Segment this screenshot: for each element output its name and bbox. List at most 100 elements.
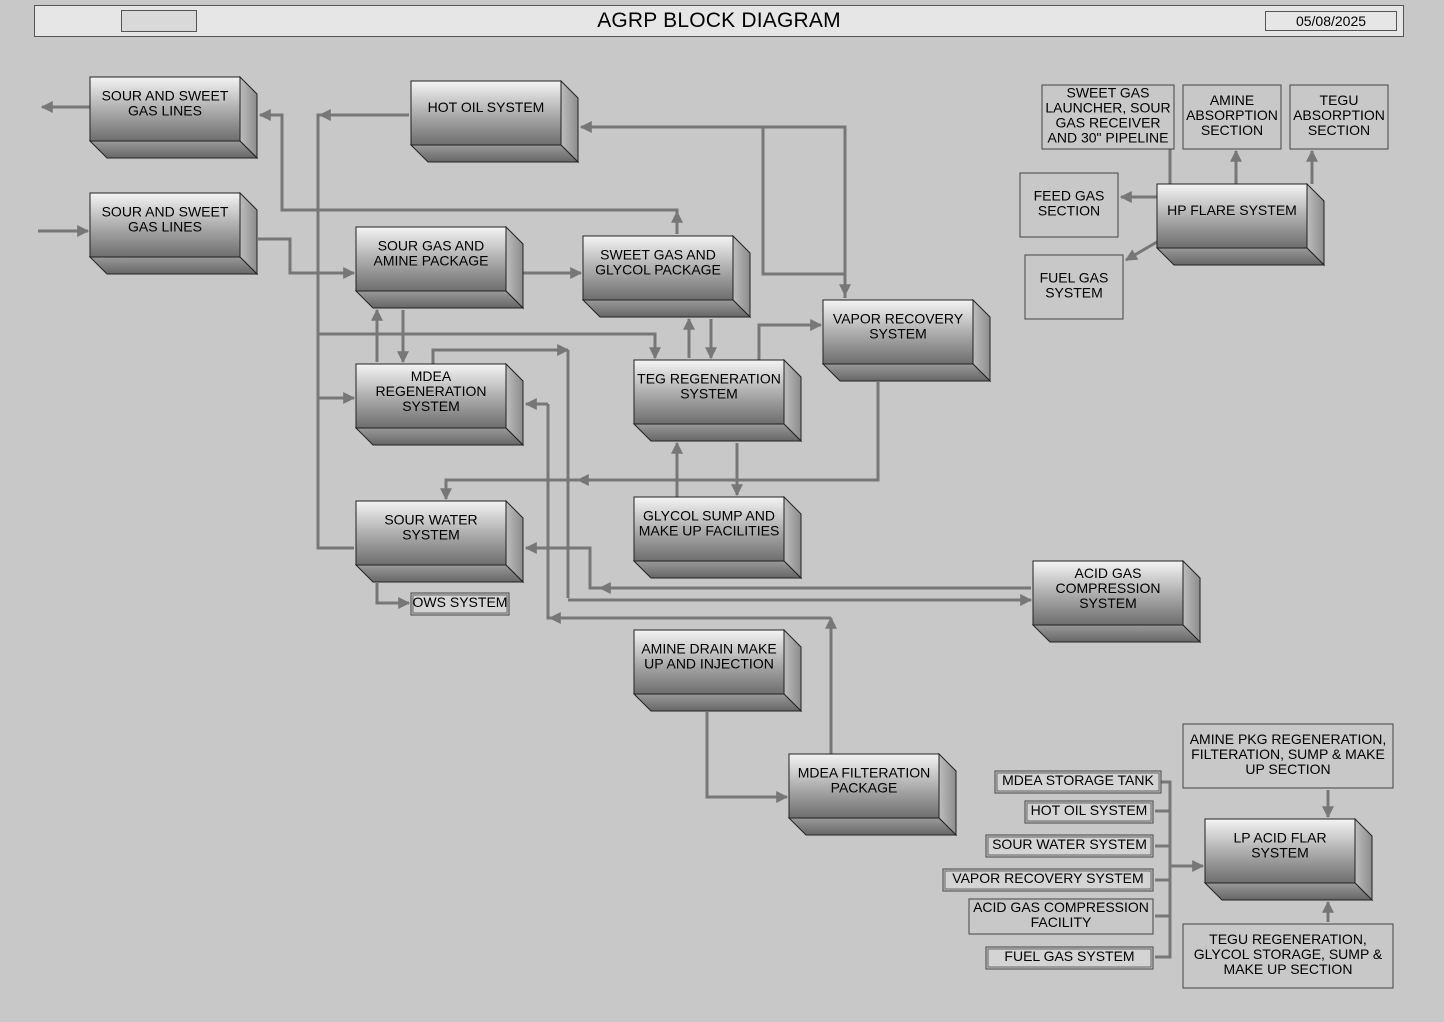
connector (258, 237, 356, 279)
acid-gas-compression-facility-box-label: ACID GAS COMPRESSION (973, 899, 1149, 915)
connector-lines (38, 85, 1334, 959)
connector (318, 332, 661, 360)
tegu-absorption-box-label: TEGU (1320, 92, 1359, 108)
vapor-recovery-system-small-box[interactable]: VAPOR RECOVERY SYSTEM (942, 868, 1154, 892)
acid-gas-compression-system-block-label: COMPRESSION (1055, 580, 1160, 596)
hp-flare-system-block-label: HP FLARE SYSTEM (1167, 202, 1297, 218)
sour-sweet-lines-2-block-label: SOUR AND SWEET (102, 204, 229, 220)
sweet-gas-glycol-package-block-label: GLYCOL PACKAGE (595, 262, 721, 278)
tegu-absorption-box-label: ABSORPTION (1293, 107, 1385, 123)
sour-sweet-lines-1-block-label: SOUR AND SWEET (102, 88, 229, 104)
sour-water-system-block-label: SOUR WATER (384, 512, 477, 528)
sour-water-system-small-box[interactable]: SOUR WATER SYSTEM (985, 834, 1154, 858)
mdea-filteration-package-block-label: MDEA FILTERATION (798, 765, 931, 781)
tegu-regeneration-box-label: TEGU REGENERATION, (1209, 931, 1367, 947)
connector (431, 344, 570, 364)
page-title: AGRP BLOCK DIAGRAM (597, 9, 841, 32)
ows-system-box[interactable]: OWS SYSTEM (410, 592, 510, 616)
connector (316, 113, 409, 550)
hp-flare-system-block[interactable]: HP FLARE SYSTEM (1155, 182, 1326, 267)
fuel-gas-system-top-box-label: FUEL GAS (1040, 270, 1109, 286)
fuel-gas-system-top-box-label: SYSTEM (1045, 285, 1103, 301)
sweet-gas-launcher-box-label: LAUNCHER, SOUR (1045, 100, 1170, 116)
amine-absorption-box-label: ABSORPTION (1186, 107, 1278, 123)
feed-gas-section-box-label: SECTION (1038, 203, 1100, 219)
glycol-sump-makeup-block-label: GLYCOL SUMP AND (643, 508, 775, 524)
acid-gas-compression-facility-box-label: FACILITY (1031, 914, 1092, 930)
title-blank-field[interactable] (121, 10, 197, 32)
vapor-recovery-system-small-box-label: VAPOR RECOVERY SYSTEM (952, 870, 1143, 886)
amine-pkg-regeneration-box-label: FILTERATION, SUMP & MAKE (1191, 746, 1385, 762)
connector (440, 382, 880, 501)
sweet-gas-launcher-box-label: GAS RECEIVER (1055, 115, 1160, 131)
tegu-regeneration-box-label: GLYCOL STORAGE, SUMP & (1194, 946, 1383, 962)
mdea-regeneration-system-block-label: SYSTEM (402, 398, 460, 414)
glycol-sump-makeup-block-label: MAKE UP FACILITIES (639, 523, 780, 539)
connector (757, 319, 823, 360)
fuel-gas-system-small-box-label: FUEL GAS SYSTEM (1004, 948, 1134, 964)
sour-sweet-lines-1-block-label: GAS LINES (128, 103, 202, 119)
sour-water-system-small-box-label: SOUR WATER SYSTEM (992, 836, 1147, 852)
hot-oil-system-small-box[interactable]: HOT OIL SYSTEM (1024, 800, 1154, 824)
acid-gas-compression-system-block-label: ACID GAS (1075, 565, 1142, 581)
tegu-absorption-box-label: SECTION (1308, 122, 1370, 138)
amine-drain-makeup-block-label: UP AND INJECTION (644, 656, 774, 672)
feed-gas-section-box-label: FEED GAS (1034, 188, 1105, 204)
amine-pkg-regeneration-box-label: AMINE PKG REGENERATION, (1190, 731, 1387, 747)
connector (1124, 240, 1158, 262)
vapor-recovery-system-block-label: VAPOR RECOVERY (833, 311, 964, 327)
teg-regeneration-system-block-label: SYSTEM (680, 386, 738, 402)
connector (705, 712, 789, 803)
connector (761, 127, 851, 297)
amine-drain-makeup-block-label: AMINE DRAIN MAKE (641, 641, 776, 657)
title-bar: AGRP BLOCK DIAGRAM 05/08/2025 (34, 5, 1404, 37)
amine-pkg-regeneration-box[interactable]: AMINE PKG REGENERATION,FILTERATION, SUMP… (1182, 723, 1394, 789)
mdea-filteration-package-block-label: PACKAGE (831, 780, 898, 796)
sour-gas-amine-package-block-label: SOUR GAS AND (378, 238, 485, 254)
vapor-recovery-system-block-label: SYSTEM (869, 326, 927, 342)
mdea-storage-tank-box[interactable]: MDEA STORAGE TANK (994, 770, 1162, 794)
hot-oil-system-block-label: HOT OIL SYSTEM (428, 99, 545, 115)
sweet-gas-glycol-package-block-label: SWEET GAS AND (600, 247, 716, 263)
fuel-gas-system-small-box[interactable]: FUEL GAS SYSTEM (985, 946, 1154, 970)
sour-gas-amine-package-block-label: AMINE PACKAGE (374, 253, 489, 269)
sweet-gas-launcher-box-label: AND 30" PIPELINE (1048, 130, 1169, 146)
sour-water-system-block-label: SYSTEM (402, 527, 460, 543)
connector (546, 404, 831, 620)
mdea-regeneration-system-block-label: REGENERATION (376, 383, 487, 399)
connector (579, 121, 847, 298)
hot-oil-system-block[interactable]: HOT OIL SYSTEM (409, 79, 580, 164)
sour-sweet-lines-2-block-label: GAS LINES (128, 219, 202, 235)
connector (1155, 780, 1172, 959)
ows-system-box-label: OWS SYSTEM (413, 594, 508, 610)
mdea-regeneration-system-block-label: MDEA (411, 368, 452, 384)
hot-oil-system-small-box-label: HOT OIL SYSTEM (1031, 802, 1148, 818)
amine-absorption-box-label: AMINE (1210, 92, 1254, 108)
teg-regeneration-system-block-label: TEG REGENERATION (637, 371, 781, 387)
mdea-storage-tank-box-label: MDEA STORAGE TANK (1002, 772, 1154, 788)
acid-gas-compression-system-block-label: SYSTEM (1079, 595, 1137, 611)
tegu-regeneration-box[interactable]: TEGU REGENERATION,GLYCOL STORAGE, SUMP &… (1182, 923, 1394, 989)
